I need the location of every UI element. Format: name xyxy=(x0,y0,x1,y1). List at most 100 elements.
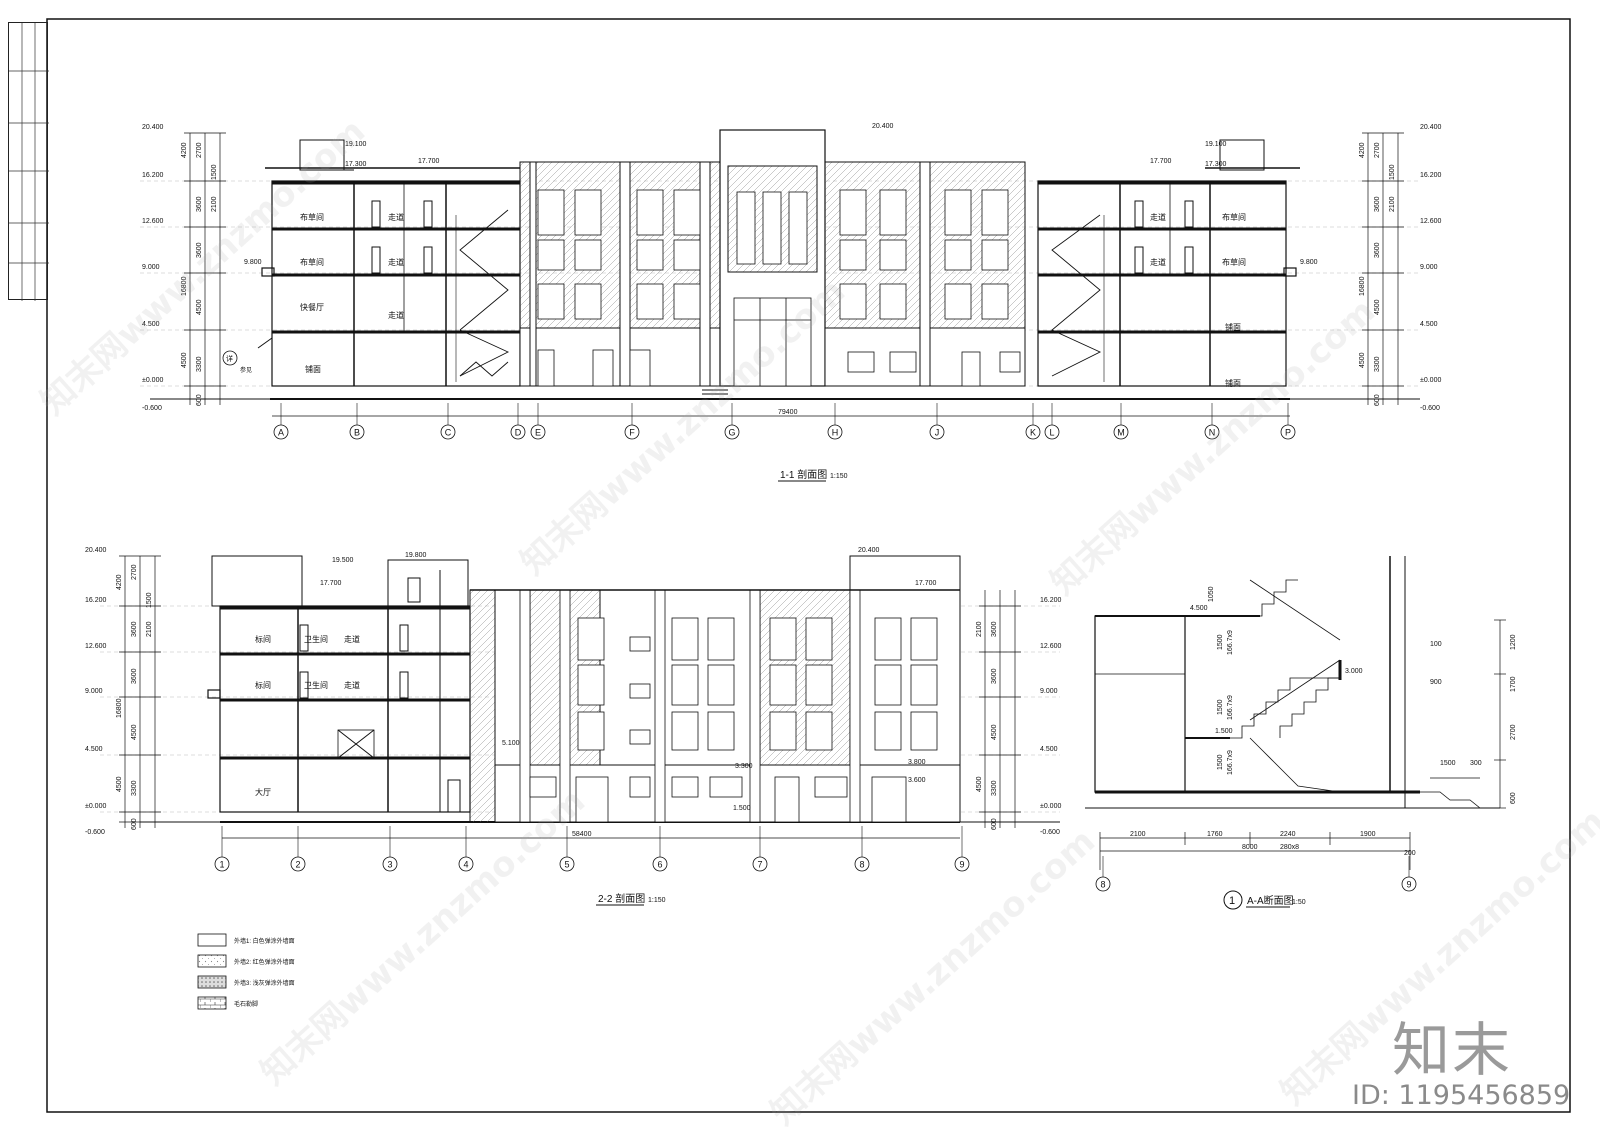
section-1-1-dim-chain-left xyxy=(184,132,226,405)
axis-bubble xyxy=(1095,876,1111,892)
drawing-scale: 1:150 xyxy=(648,897,666,904)
dim-value: 3600 xyxy=(131,668,138,684)
stair-rise: 1500 xyxy=(1217,699,1224,715)
axis-bubble xyxy=(440,424,456,440)
room-label: 快餐厅 xyxy=(300,302,324,312)
axis-bubble xyxy=(1044,424,1060,440)
axis-bubble xyxy=(1204,424,1220,440)
dim-value: 3600 xyxy=(991,668,998,684)
dim-value: 1500 xyxy=(146,592,153,608)
axis-bubble xyxy=(1280,424,1296,440)
level-label: 16.200 xyxy=(1420,172,1442,179)
room-label: 标间 xyxy=(255,634,271,644)
axis-bubble xyxy=(652,856,668,872)
axis-label: 7 xyxy=(757,860,762,870)
level-label: 16.200 xyxy=(142,172,164,179)
axis-bubble xyxy=(1113,424,1129,440)
side-dim: 1500 xyxy=(1440,760,1456,767)
dim-value: 3600 xyxy=(991,621,998,637)
level-label: 9.000 xyxy=(142,264,160,271)
room-label: 走道 xyxy=(388,212,404,222)
level-label: -0.600 xyxy=(1420,405,1440,412)
level-label: 12.600 xyxy=(1420,218,1442,225)
drawing-title: 2-2 剖面图 xyxy=(598,892,645,905)
side-dim: 300 xyxy=(1470,760,1482,767)
side-dim: 900 xyxy=(1430,679,1442,686)
dim-value: 1500 xyxy=(1389,164,1396,180)
room-label: 大厅 xyxy=(255,787,271,797)
dim-value: 16800 xyxy=(181,276,188,296)
room-label: 布草间 xyxy=(1222,257,1246,267)
tread-note: 280x8 xyxy=(1280,844,1299,851)
dim-value: 2700 xyxy=(196,142,203,158)
axis-bubble xyxy=(1025,424,1041,440)
room-label: 卫生间 xyxy=(304,680,328,690)
level-label: 4.500 xyxy=(85,746,103,753)
axis-label: G xyxy=(728,428,735,438)
dim-value: 3300 xyxy=(196,356,203,372)
bottom-dim: 2240 xyxy=(1280,831,1296,838)
axis-bubble xyxy=(752,856,768,872)
section-1-1-dim-chain-right xyxy=(1362,132,1404,405)
level-label: 9.000 xyxy=(1420,264,1438,271)
dim-value: 4500 xyxy=(976,776,983,792)
roof-level: 17.700 xyxy=(320,580,342,587)
level-label: -0.600 xyxy=(1040,829,1060,836)
total-dimension: 58400 xyxy=(572,831,592,838)
axis-bubble xyxy=(214,856,230,872)
dim-value: 4200 xyxy=(181,142,188,158)
level-label: 9.000 xyxy=(1040,688,1058,695)
sheet-border xyxy=(46,18,1571,1113)
axis-bubble xyxy=(559,856,575,872)
stair-rise: 166.7x9 xyxy=(1227,750,1234,775)
stair-rise: 166.7x9 xyxy=(1227,630,1234,655)
room-label: 布草间 xyxy=(300,257,324,267)
level-label: 12.600 xyxy=(142,218,164,225)
level-label: 9.000 xyxy=(85,688,103,695)
axis-bubble xyxy=(929,424,945,440)
level-label: ±0.000 xyxy=(85,803,106,810)
room-label: 走道 xyxy=(388,310,404,320)
roof-level: 19.800 xyxy=(405,552,427,559)
axis-bubble xyxy=(624,424,640,440)
roof-level: 17.700 xyxy=(1150,158,1172,165)
dim-value: 2100 xyxy=(211,196,218,212)
bottom-dim: 2100 xyxy=(1130,831,1146,838)
bottom-dim: 1760 xyxy=(1207,831,1223,838)
legend-label: 外墙2: 红色弹涂外墙面 xyxy=(234,958,295,966)
dim-value: 1500 xyxy=(211,164,218,180)
brand-logo: 知末 xyxy=(1392,1016,1513,1084)
dim-value: 3600 xyxy=(196,242,203,258)
axis-label: M xyxy=(1117,428,1125,438)
side-dim: 100 xyxy=(1430,641,1442,648)
axis-bubble xyxy=(827,424,843,440)
roof-level: 20.400 xyxy=(872,123,894,130)
dim-value: 2100 xyxy=(976,621,983,637)
section-1-1-right-cut xyxy=(1037,139,1300,387)
axis-bubble xyxy=(1401,876,1417,892)
axis-label: 2 xyxy=(295,860,300,870)
section-1-1-left-cut xyxy=(257,139,521,387)
room-label: 布草间 xyxy=(1222,212,1246,222)
axis-bubble xyxy=(349,424,365,440)
dim-value: 3300 xyxy=(131,780,138,796)
level-label: 20.400 xyxy=(1420,124,1442,131)
dim-value: 3300 xyxy=(1374,356,1381,372)
stair-rise: 166.7x9 xyxy=(1227,695,1234,720)
axis-label: K xyxy=(1030,428,1036,438)
axis-bubble xyxy=(382,856,398,872)
detail-note: 参见 xyxy=(240,366,252,374)
axis-label: F xyxy=(629,428,635,438)
roof-level: 20.400 xyxy=(858,547,880,554)
level-label: 4.500 xyxy=(1190,605,1208,612)
legend-label: 毛石勒脚 xyxy=(234,1000,258,1008)
level-label: 1.500 xyxy=(1215,728,1233,735)
section-1-1: 20.400 16.200 12.600 9.000 4.500 ±0.000 … xyxy=(140,123,1442,482)
axis-bubble xyxy=(510,424,526,440)
level-label: 20.400 xyxy=(142,124,164,131)
section-2-2-elevation xyxy=(469,555,961,823)
